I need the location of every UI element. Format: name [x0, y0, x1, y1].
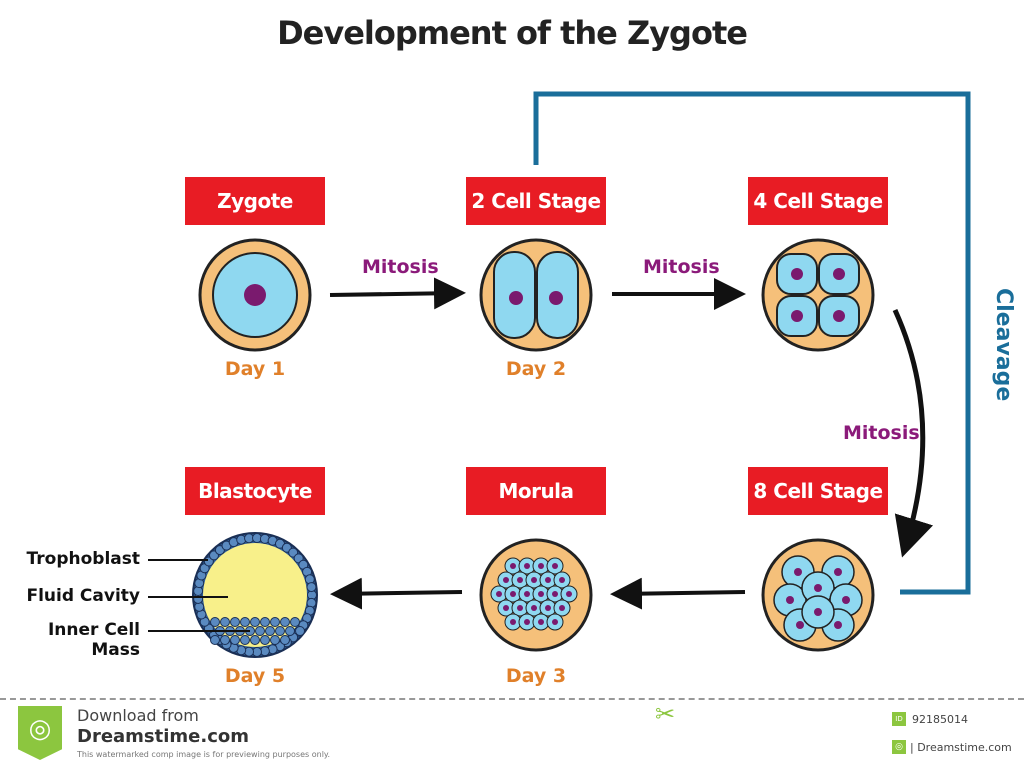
label-4-cell-stage: 4 Cell Stage: [748, 177, 888, 225]
nucleus: [517, 605, 523, 611]
inner-cell: [240, 635, 250, 645]
download-text: Download from: [77, 706, 199, 725]
inner-cell: [260, 635, 270, 645]
nucleus: [796, 621, 804, 629]
trophoblast-label: Trophoblast: [26, 549, 140, 569]
nucleus: [552, 619, 558, 625]
blastocyte: [192, 532, 318, 658]
trophoblast-cell: [306, 582, 317, 593]
nucleus: [545, 605, 551, 611]
label-blastocyte: Blastocyte: [185, 467, 325, 515]
diagram-graphics: [148, 91, 971, 658]
day-5: Day 5: [224, 665, 286, 687]
credit-text: | Dreamstime.com: [910, 741, 1012, 754]
inner-cell: [265, 626, 275, 636]
nucleus: [545, 577, 551, 583]
label-morula: Morula: [466, 467, 606, 515]
inner-cell: [230, 617, 240, 627]
scissors-icon: ✂: [655, 700, 676, 728]
mitosis-label-1: Mitosis: [362, 256, 439, 278]
nucleus: [834, 621, 842, 629]
label-2-cell-stage: 2 Cell Stage: [466, 177, 606, 225]
two-cell-stage: [479, 238, 593, 352]
inner-cell: [260, 617, 270, 627]
nucleus: [510, 563, 516, 569]
nucleus: [531, 577, 537, 583]
inner-cell: [210, 617, 220, 627]
nucleus: [510, 619, 516, 625]
watermark-footer: ◎ Download from Dreamstime.com This wate…: [0, 698, 1024, 771]
zygote-cell: [198, 238, 312, 352]
cleavage-bracket: [533, 91, 971, 595]
arrow-zygote-to-2cell: [329, 277, 466, 310]
nucleus: [538, 563, 544, 569]
nucleus: [510, 591, 516, 597]
inner-cell: [220, 617, 230, 627]
day-3: Day 3: [505, 665, 567, 687]
notice-text: This watermarked comp image is for previ…: [77, 750, 331, 759]
inner-cell: [275, 626, 285, 636]
nucleus: [834, 568, 842, 576]
nucleus: [566, 591, 572, 597]
nucleus: [814, 608, 822, 616]
inner-cell: [220, 635, 230, 645]
inner-cell: [230, 635, 240, 645]
nucleus: [559, 605, 565, 611]
nucleus: [524, 591, 530, 597]
inner-cell: [270, 617, 280, 627]
inner-cell: [280, 635, 290, 645]
arrow-4cell-to-8cell: [892, 308, 934, 558]
id-badge-icon: ID: [892, 712, 906, 726]
inner-cell: [250, 617, 260, 627]
page-title: Development of the Zygote: [277, 14, 748, 52]
cleavage-label: Cleavage: [991, 288, 1016, 402]
inner-cell: [210, 635, 220, 645]
nucleus: [531, 605, 537, 611]
inner-cell: [255, 626, 265, 636]
fluid-cavity-label: Fluid Cavity: [26, 586, 140, 606]
inner-cell: [240, 617, 250, 627]
nucleus: [552, 591, 558, 597]
nucleus: [842, 596, 850, 604]
mitosis-label-3: Mitosis: [843, 422, 920, 444]
nucleus: [517, 577, 523, 583]
arrow-8cell-to-morula: [610, 577, 746, 610]
day-2: Day 2: [505, 358, 567, 380]
inner-cell-mass-label: Inner Cell Mass: [47, 620, 140, 660]
inner-cell: [250, 635, 260, 645]
inner-cell: [295, 626, 305, 636]
nucleus: [503, 605, 509, 611]
dreamstime-small-icon: ◎: [892, 740, 906, 754]
nucleus: [552, 563, 558, 569]
image-id: 92185014: [912, 713, 968, 726]
label-8-cell-stage: 8 Cell Stage: [748, 467, 888, 515]
eight-cell-stage: [761, 538, 875, 652]
nucleus: [538, 591, 544, 597]
nucleus: [503, 577, 509, 583]
site-name[interactable]: Dreamstime.com: [77, 726, 250, 747]
inner-cell: [290, 617, 300, 627]
nucleus: [814, 584, 822, 592]
nucleus: [794, 568, 802, 576]
four-cell-stage: [761, 238, 875, 352]
nucleus: [496, 591, 502, 597]
day-1: Day 1: [224, 358, 286, 380]
inner-cell: [285, 626, 295, 636]
nucleus: [559, 577, 565, 583]
nucleus: [524, 563, 530, 569]
nucleus: [538, 619, 544, 625]
morula: [479, 538, 593, 652]
nucleus: [786, 596, 794, 604]
nucleus: [524, 619, 530, 625]
arrow-morula-to-blastocyte: [330, 577, 463, 610]
label-zygote: Zygote: [185, 177, 325, 225]
inner-cell: [270, 635, 280, 645]
dreamstime-logo-icon: ◎: [18, 706, 62, 760]
inner-cell: [280, 617, 290, 627]
mitosis-label-2: Mitosis: [643, 256, 720, 278]
